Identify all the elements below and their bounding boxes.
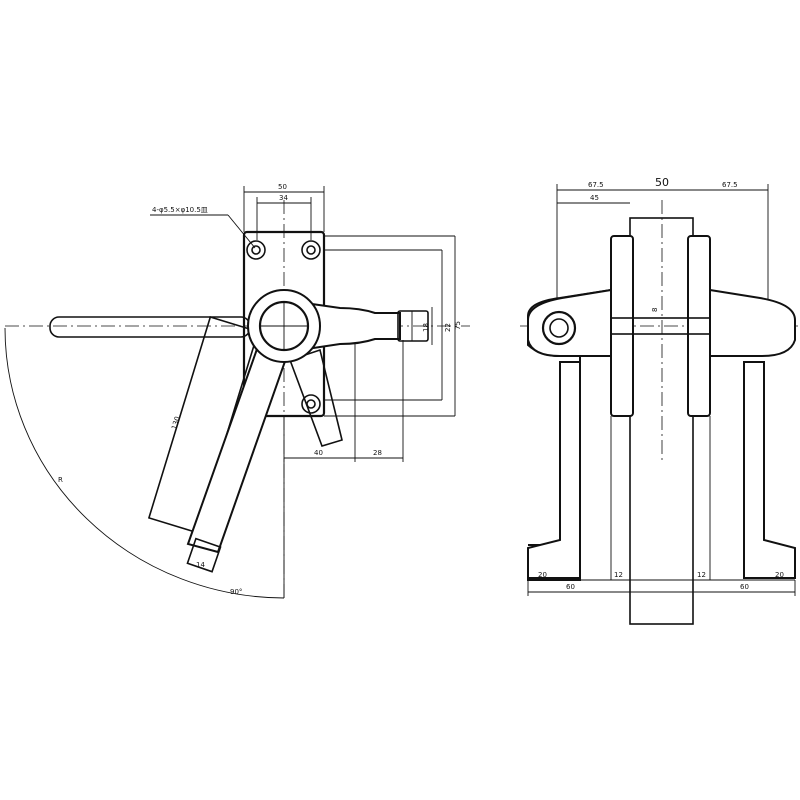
front-view: 90° R 50 34 4-φ5.5×φ10.5皿	[4, 183, 470, 600]
dim-stem-a-label: 18	[422, 323, 430, 332]
side-dim-left-reach-label: 67.5	[588, 181, 604, 189]
door-slab	[629, 217, 694, 625]
side-handle-right-body	[709, 288, 796, 357]
side-handle-left-body	[527, 288, 612, 357]
spindle-label: 8	[651, 308, 659, 312]
side-dim-right-foot-label: 20	[775, 571, 784, 579]
side-dim-left-foot-label: 20	[538, 571, 547, 579]
side-handle-right-leg	[743, 361, 796, 579]
side-dim-left-span-label: 60	[566, 583, 575, 591]
side-handle-left-leg	[527, 361, 581, 579]
swing-arc	[4, 327, 285, 599]
side-view: 67.5 50 67.5 45 8 20 12 12 20 60	[520, 176, 800, 625]
lever-alt-small	[288, 348, 343, 447]
dim-offset-b-label: 28	[373, 449, 382, 457]
dim-plate-width-label: 50	[278, 183, 287, 191]
dim-tip-label: 14	[196, 561, 205, 569]
dim-hole-pitch-label: 34	[279, 194, 288, 202]
side-dim-right-span-label: 60	[740, 583, 749, 591]
lever-angled-tip	[186, 537, 222, 573]
side-rose-left	[610, 235, 634, 417]
spindle-end-cap-inner	[549, 318, 569, 338]
side-dim-right-gap-label: 12	[697, 571, 706, 579]
lever-grip	[397, 310, 429, 342]
radius-label: R	[58, 476, 63, 484]
dim-height-label: 75	[454, 321, 462, 330]
mounting-hole	[301, 240, 321, 260]
dim-offset-a-label: 40	[314, 449, 323, 457]
dim-stem-b-label: 22	[444, 323, 452, 332]
dim-lever-length-label: 130	[170, 415, 182, 430]
angle-label: 90°	[230, 588, 242, 596]
side-dim-left-gap-label: 12	[614, 571, 623, 579]
side-rose-right	[687, 235, 711, 417]
side-dim-right-reach-label: 67.5	[722, 181, 738, 189]
side-dim-door-label: 50	[655, 176, 669, 189]
hole-note-label: 4-φ5.5×φ10.5皿	[152, 206, 208, 214]
spindle-end-cap	[541, 310, 577, 346]
mounting-hole	[246, 240, 266, 260]
side-dim-left-inner-label: 45	[590, 194, 599, 202]
